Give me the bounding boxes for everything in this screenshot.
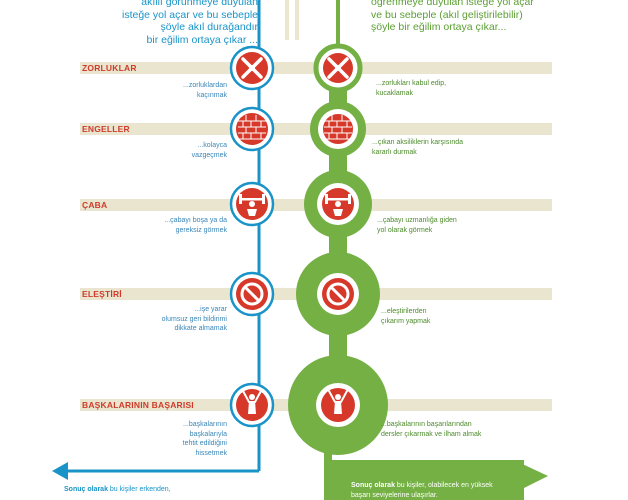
growth-circle-zorluklar bbox=[313, 43, 363, 93]
label-elestiri: ELEŞTİRİ bbox=[82, 289, 122, 299]
growth-circle-elestiri bbox=[296, 252, 380, 336]
label-basari: BAŞKALARININ BAŞARISI bbox=[82, 400, 194, 410]
growth-desc-zorluklar: ...zorlukları kabul edip, kucaklamak bbox=[376, 80, 447, 97]
growth-mindset-path bbox=[324, 0, 548, 500]
fixed-desc-elestiri: ...işe yarar olumsuz geri bildirimi dikk… bbox=[161, 306, 227, 332]
growth-desc-engeller: ...çıkan aksiliklerin karşısında kararlı… bbox=[372, 139, 464, 156]
fixed-intro-text: akıllı görünmeye duyulan isteğe yol açar… bbox=[121, 0, 258, 46]
growth-circle-basari bbox=[288, 355, 388, 455]
fixed-circle-engeller bbox=[229, 106, 275, 152]
label-caba: ÇABA bbox=[82, 200, 108, 210]
label-zorluklar: ZORLUKLAR bbox=[82, 63, 137, 73]
growth-circle-engeller bbox=[310, 101, 366, 157]
left-arrow-icon bbox=[52, 462, 68, 480]
growth-desc-caba: ...çabayı uzmanlığa giden yol olarak gör… bbox=[377, 217, 457, 234]
growth-intro-text: öğrenmeye duyulan isteğe yol açar ve bu … bbox=[371, 0, 534, 33]
fixed-desc-caba: ...çabayı boşa ya da gereksiz görmek bbox=[164, 217, 227, 234]
fixed-conclusion: Sonuç olarak bu kişiler erkenden, bbox=[64, 486, 171, 493]
fixed-desc-engeller: ...kolayca vazgeçmek bbox=[191, 142, 227, 159]
growth-conclusion: Sonuç olarak bu kişiler, olabilecek en y… bbox=[351, 482, 493, 499]
growth-desc-elestiri: ...eleştirilerden çıkarım yapmak bbox=[381, 308, 431, 325]
growth-circle-caba bbox=[304, 170, 372, 238]
growth-desc-basari: ...başkalarının başarılarından dersler ç… bbox=[381, 421, 482, 438]
fixed-circle-elestiri bbox=[229, 271, 275, 317]
fixed-circle-zorluklar bbox=[229, 45, 275, 91]
label-engeller: ENGELLER bbox=[82, 124, 130, 134]
fixed-desc-zorluklar: ...zorluklardan kaçınmak bbox=[183, 82, 227, 99]
fixed-circle-caba bbox=[229, 181, 275, 227]
fixed-desc-basari: ...başkalarının başkalarıyla tehtit edil… bbox=[182, 421, 227, 457]
fixed-circle-basari bbox=[229, 382, 275, 428]
